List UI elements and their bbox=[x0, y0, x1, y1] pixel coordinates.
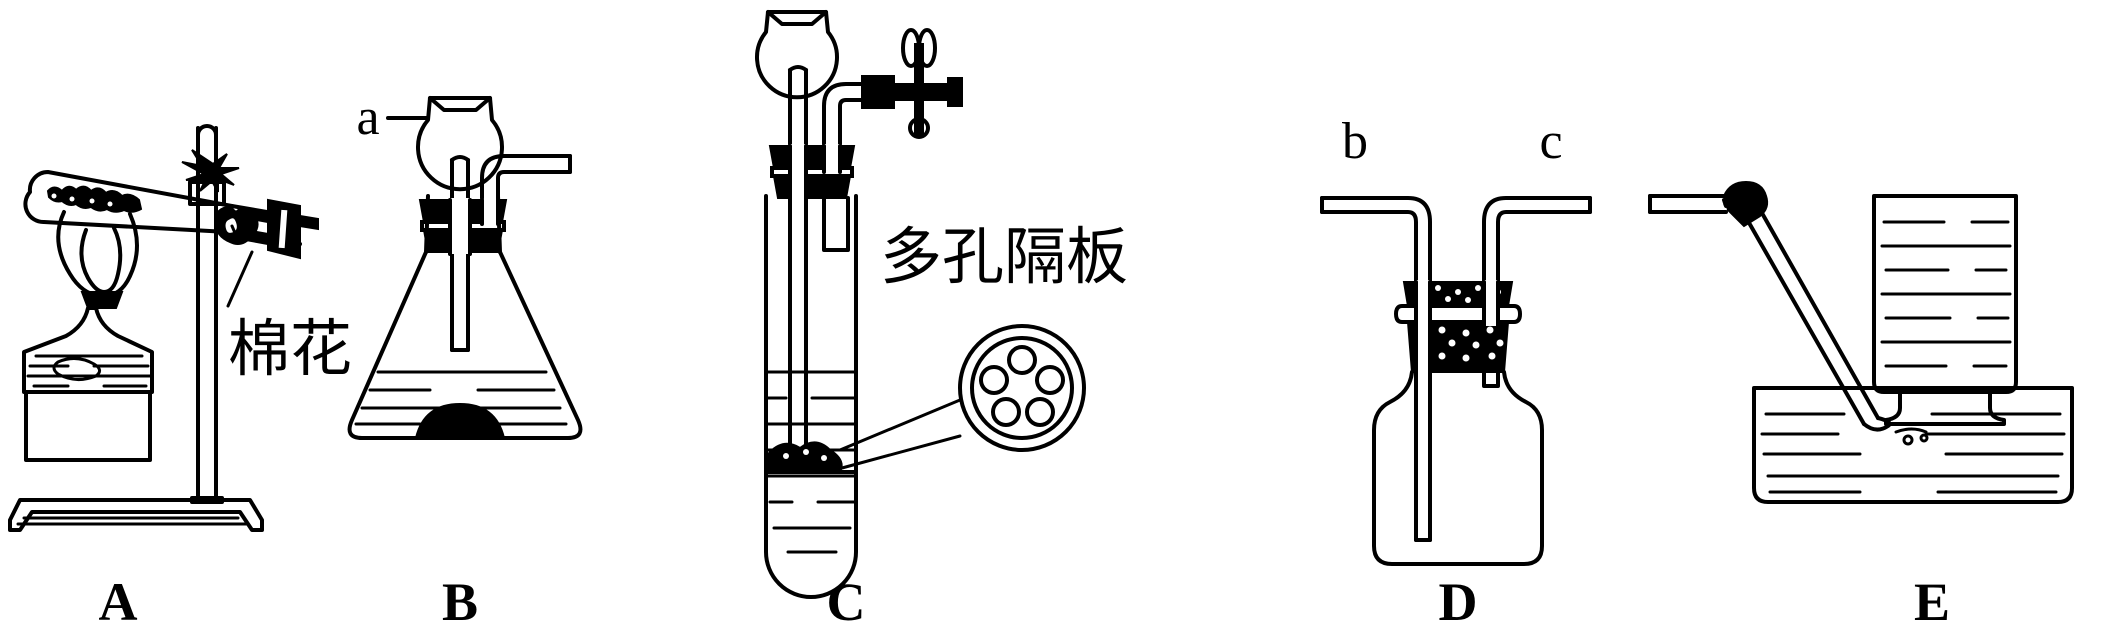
stand-base bbox=[8, 498, 264, 532]
wash-bottle bbox=[1372, 370, 1544, 566]
porous-plate-label: 多孔隔板 bbox=[880, 220, 1128, 293]
inlet-tube-b bbox=[1320, 196, 1432, 288]
caption-e: E bbox=[1914, 572, 1950, 632]
large-test-tube bbox=[764, 194, 858, 599]
caption-b: B bbox=[442, 572, 478, 632]
flask-solid bbox=[414, 402, 506, 439]
rubber-stopper-b bbox=[418, 198, 508, 256]
panel-e: E bbox=[1648, 180, 2074, 632]
flask-liquid bbox=[354, 370, 568, 426]
solid-reagent bbox=[46, 185, 143, 213]
gas-bubbles bbox=[1894, 427, 1929, 446]
perforated-plate bbox=[764, 441, 858, 474]
magnifier-circle bbox=[958, 324, 1086, 452]
panel-c: C 多孔隔板 bbox=[755, 10, 1128, 632]
label-a-thistle: a bbox=[356, 89, 379, 146]
caption-a: A bbox=[99, 572, 138, 632]
cotton-label: 棉花 bbox=[228, 312, 352, 385]
caption-c: C bbox=[827, 572, 866, 632]
tube-grip bbox=[245, 198, 319, 260]
magnifier-leader-2 bbox=[840, 434, 962, 470]
rubber-stopper-d bbox=[1393, 280, 1523, 388]
gas-collection-bottle bbox=[1872, 194, 2018, 426]
panel-a: A 棉花 bbox=[8, 124, 352, 632]
label-b-inlet: b bbox=[1342, 113, 1368, 170]
tube-liquid-c bbox=[764, 370, 858, 554]
stopcock-tube bbox=[822, 82, 868, 146]
tube-clamp bbox=[181, 149, 240, 206]
caption-d: D bbox=[1439, 572, 1478, 632]
rubber-stopper-c bbox=[768, 144, 856, 202]
thistle-funnel bbox=[416, 96, 504, 352]
outlet-tube-c bbox=[1482, 196, 1592, 288]
delivery-tube-b bbox=[480, 154, 572, 200]
alcohol-lamp bbox=[22, 210, 154, 462]
bent-delivery-tube bbox=[1648, 180, 1892, 432]
magnifier-leader-1 bbox=[838, 398, 962, 452]
panel-b: a bbox=[347, 89, 583, 632]
stopcock-valve bbox=[861, 28, 963, 139]
water-trough bbox=[1752, 386, 2074, 504]
label-c-outlet: c bbox=[1539, 113, 1562, 170]
thistle-funnel-c bbox=[755, 10, 839, 146]
cotton-leader-line bbox=[226, 250, 254, 308]
panel-d: b c bbox=[1320, 113, 1592, 632]
